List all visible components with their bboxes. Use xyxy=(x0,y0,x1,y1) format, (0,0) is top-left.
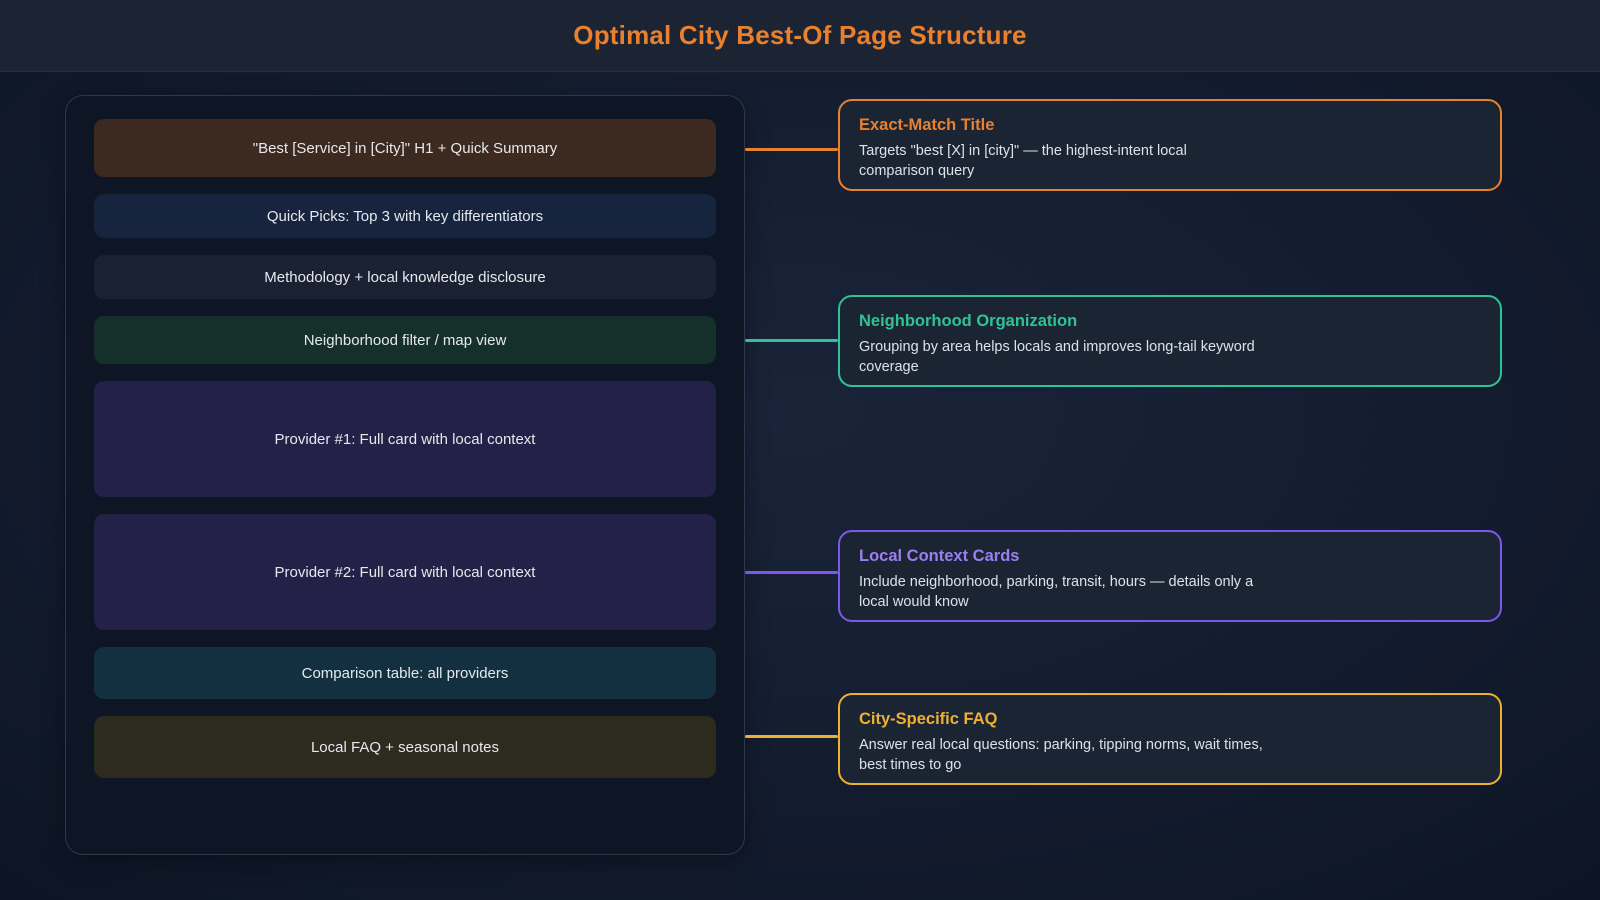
connector-line-city-faq xyxy=(745,735,838,738)
row-label: Provider #1: Full card with local contex… xyxy=(274,430,536,448)
row-h1-quick-summary: "Best [Service] in [City]" H1 + Quick Su… xyxy=(94,119,716,177)
callout-card-local-context-cards: Local Context Cards Include neighborhood… xyxy=(838,530,1502,622)
callout-title: City-Specific FAQ xyxy=(859,710,998,728)
row-label: "Best [Service] in [City]" H1 + Quick Su… xyxy=(252,139,558,157)
row-quick-picks: Quick Picks: Top 3 with key differentiat… xyxy=(94,194,716,238)
row-neighborhood-filter: Neighborhood filter / map view xyxy=(94,316,716,364)
row-provider-2: Provider #2: Full card with local contex… xyxy=(94,514,716,630)
row-label: Comparison table: all providers xyxy=(301,664,509,682)
callout-body: Answer real local questions: parking, ti… xyxy=(859,737,1263,773)
header-bar: Optimal City Best-Of Page Structure xyxy=(0,0,1600,72)
row-comparison-table: Comparison table: all providers xyxy=(94,647,716,699)
page-structure-panel: "Best [Service] in [City]" H1 + Quick Su… xyxy=(65,95,745,855)
callout-title: Local Context Cards xyxy=(859,547,1020,565)
row-label: Methodology + local knowledge disclosure xyxy=(264,268,546,286)
row-label: Quick Picks: Top 3 with key differentiat… xyxy=(266,207,544,225)
callout-card-exact-match-title: Exact-Match Title Targets "best [X] in [… xyxy=(838,99,1502,191)
connector-line-neighborhood xyxy=(745,339,838,342)
row-local-faq: Local FAQ + seasonal notes xyxy=(94,716,716,778)
row-label: Provider #2: Full card with local contex… xyxy=(274,563,536,581)
callout-card-city-specific-faq: City-Specific FAQ Answer real local ques… xyxy=(838,693,1502,785)
row-provider-1: Provider #1: Full card with local contex… xyxy=(94,381,716,497)
connector-line-exact-match xyxy=(745,148,838,151)
row-label: Local FAQ + seasonal notes xyxy=(310,738,500,756)
callout-card-neighborhood-organization: Neighborhood Organization Grouping by ar… xyxy=(838,295,1502,387)
connector-line-local-context xyxy=(745,571,838,574)
row-methodology: Methodology + local knowledge disclosure xyxy=(94,255,716,299)
callout-body: Grouping by area helps locals and improv… xyxy=(859,339,1255,375)
callout-body: Include neighborhood, parking, transit, … xyxy=(859,574,1254,610)
row-label: Neighborhood filter / map view xyxy=(303,331,507,349)
page-title: Optimal City Best-Of Page Structure xyxy=(573,20,1027,50)
callout-title: Neighborhood Organization xyxy=(859,312,1078,330)
callout-title: Exact-Match Title xyxy=(859,116,995,134)
callout-body: Targets "best [X] in [city]" — the highe… xyxy=(859,143,1187,179)
